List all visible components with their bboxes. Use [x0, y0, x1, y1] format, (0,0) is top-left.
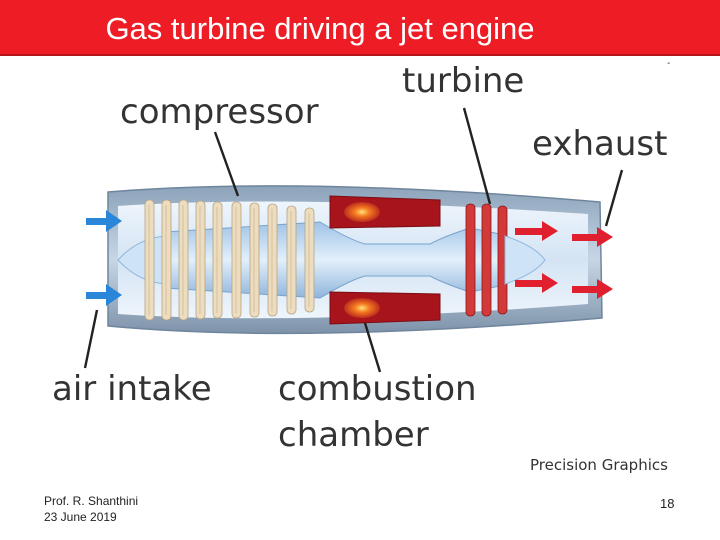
exhaust-arrows	[515, 221, 613, 299]
label-chamber: chamber	[278, 415, 429, 455]
label-exhaust: exhaust	[532, 124, 668, 164]
intake-arrow-top	[86, 210, 122, 232]
leader-compressor	[213, 131, 240, 197]
label-compressor: compressor	[120, 92, 319, 132]
corner-mark: -	[667, 58, 671, 69]
exhaust-arrow-3	[515, 273, 558, 293]
combustion-chamber-bottom	[329, 291, 441, 325]
compressor-stage-4	[195, 200, 206, 320]
leader-lines	[83, 107, 624, 373]
compressor-stage-2	[161, 199, 172, 321]
leader-turbine	[462, 107, 492, 205]
compressor-stage-3	[178, 199, 189, 321]
compressor-stage-8	[267, 203, 278, 317]
slide-title: Gas turbine driving a jet engine	[105, 11, 535, 46]
footer-date: 23 June 2019	[44, 509, 117, 524]
label-turbine: turbine	[402, 61, 525, 101]
footer-author: Prof. R. Shanthini	[44, 494, 139, 508]
image-credit: Precision Graphics	[530, 456, 668, 474]
leader-combustion	[363, 322, 382, 373]
compressor-blades	[144, 199, 315, 321]
compressor-stage-5	[212, 201, 223, 319]
exhaust-arrow-4	[572, 279, 613, 299]
compressor-stage-10	[304, 207, 315, 313]
title-bar: Gas turbine driving a jet engine	[0, 0, 720, 56]
compressor-stage-7	[249, 202, 260, 318]
leader-air-intake	[83, 309, 99, 369]
label-combustion: combustion	[278, 369, 477, 409]
combustion-chamber-top	[329, 195, 441, 229]
intake-arrows	[86, 210, 122, 306]
compressor-stage-6	[231, 201, 242, 319]
jet-engine-diagram	[83, 107, 624, 373]
label-air-intake: air intake	[52, 369, 212, 409]
leader-exhaust	[604, 169, 624, 227]
exhaust-arrow-1	[515, 221, 558, 241]
blade-texture	[148, 205, 310, 315]
intake-arrow-bottom	[86, 284, 122, 306]
exhaust-arrow-2	[572, 227, 613, 247]
compressor-stage-1	[144, 199, 155, 321]
page-number: 18	[660, 496, 675, 511]
compressor-stage-9	[286, 205, 297, 315]
footer-left: Prof. R. Shanthini 23 June 2019	[44, 494, 138, 525]
turbine-blades	[465, 203, 508, 317]
